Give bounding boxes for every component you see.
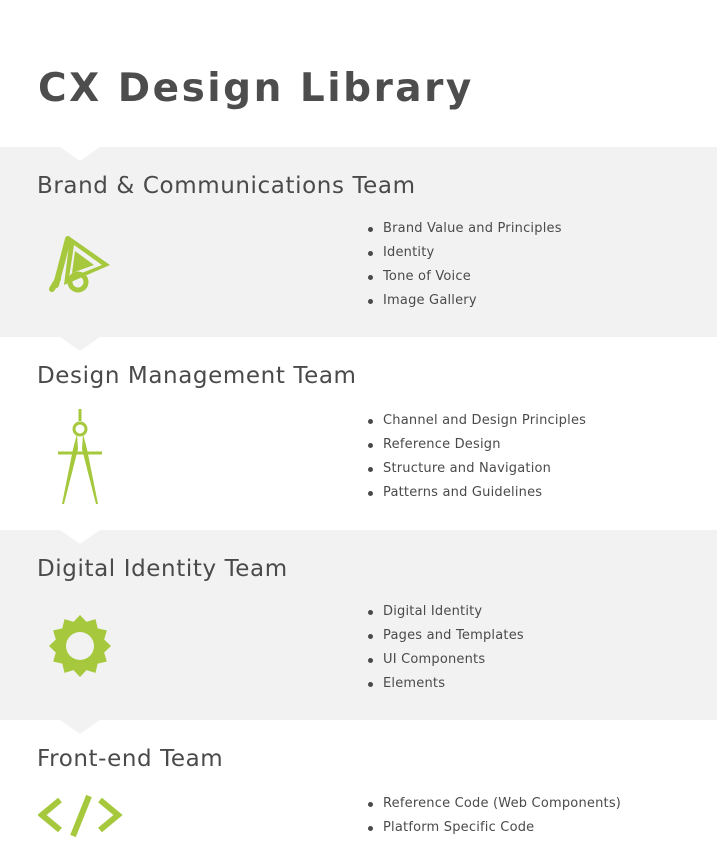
code-icon — [38, 794, 124, 838]
section-title: Design Management Team — [37, 363, 357, 389]
link-platform-specific-code[interactable]: Platform Specific Code — [366, 816, 621, 840]
section-notch — [60, 337, 100, 351]
link-channel-design-principles[interactable]: Channel and Design Principles — [366, 409, 586, 433]
link-pages-templates[interactable]: Pages and Templates — [366, 624, 524, 648]
link-identity[interactable]: Identity — [366, 241, 562, 265]
section-front-end: Front-end Team Reference Code (Web Compo… — [0, 720, 717, 857]
section-digital-identity: Digital Identity Team Digital Identity P… — [0, 530, 717, 720]
digital-identity-links: Digital Identity Pages and Templates UI … — [366, 600, 524, 696]
megaphone-icon — [44, 233, 114, 299]
section-notch — [60, 720, 100, 734]
link-ui-components[interactable]: UI Components — [366, 648, 524, 672]
section-title: Front-end Team — [37, 746, 224, 772]
brand-links: Brand Value and Principles Identity Tone… — [366, 217, 562, 313]
section-brand-communications: Brand & Communications Team Brand Value … — [0, 147, 717, 337]
link-tone-of-voice[interactable]: Tone of Voice — [366, 265, 562, 289]
link-structure-navigation[interactable]: Structure and Navigation — [366, 457, 586, 481]
page-title: CX Design Library — [38, 66, 474, 111]
section-title: Digital Identity Team — [37, 556, 288, 582]
section-title: Brand & Communications Team — [37, 173, 416, 199]
link-elements[interactable]: Elements — [366, 672, 524, 696]
link-digital-identity[interactable]: Digital Identity — [366, 600, 524, 624]
link-patterns-guidelines[interactable]: Patterns and Guidelines — [366, 481, 586, 505]
link-brand-value[interactable]: Brand Value and Principles — [366, 217, 562, 241]
design-management-links: Channel and Design Principles Reference … — [366, 409, 586, 505]
section-design-management: Design Management Team Channel and Desig… — [0, 337, 717, 530]
gear-icon — [48, 614, 112, 678]
link-reference-design[interactable]: Reference Design — [366, 433, 586, 457]
section-notch — [60, 530, 100, 544]
front-end-links: Reference Code (Web Components) Platform… — [366, 792, 621, 840]
compass-icon — [54, 409, 106, 505]
link-reference-code[interactable]: Reference Code (Web Components) — [366, 792, 621, 816]
link-image-gallery[interactable]: Image Gallery — [366, 289, 562, 313]
section-notch — [60, 147, 100, 161]
